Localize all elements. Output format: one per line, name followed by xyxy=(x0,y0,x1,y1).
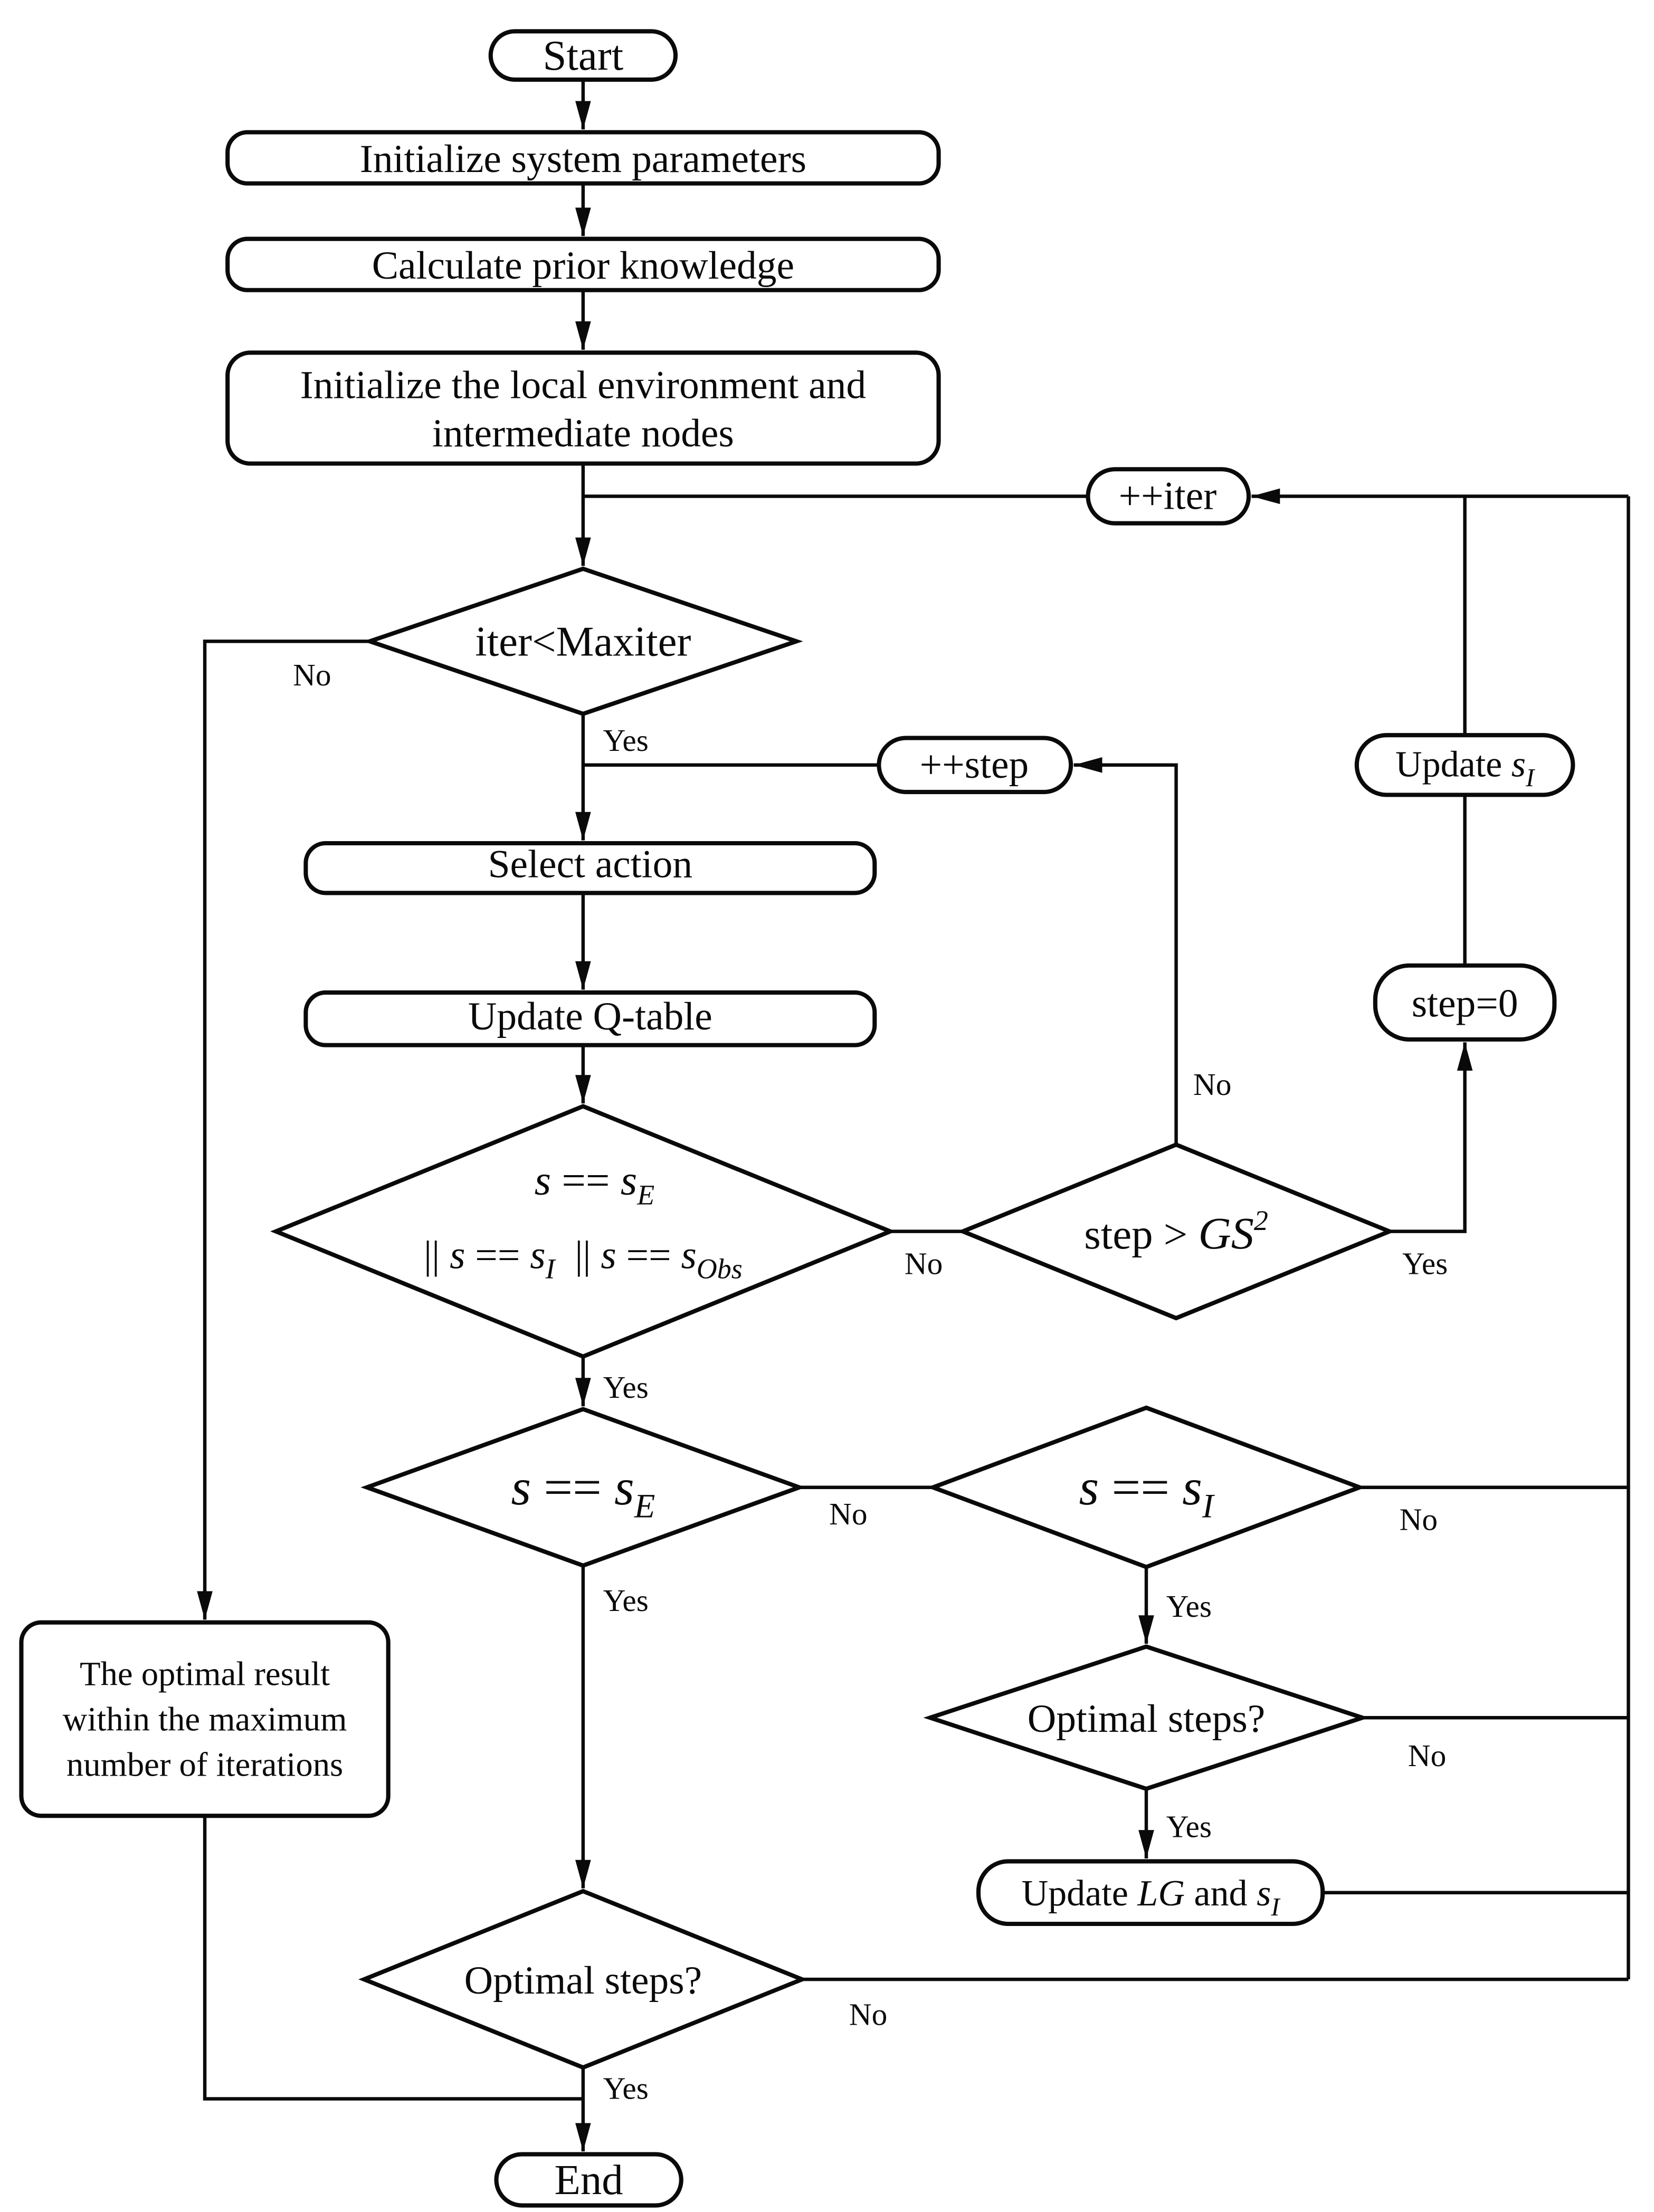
label-iter-yes: Yes xyxy=(603,723,649,758)
edge-itercheck-no xyxy=(197,640,370,1620)
optimal-steps-right-label: Optimal steps? xyxy=(1028,1697,1265,1741)
decision-iter-maxiter xyxy=(363,566,803,717)
decision-optimal-steps-right xyxy=(923,1644,1370,1791)
process-calculate-prior-knowledge xyxy=(225,236,941,292)
inc-iter-label: ++iter xyxy=(1119,474,1217,518)
init-env-label-line2: intermediate nodes xyxy=(432,412,734,455)
init-env-label-line1: Initialize the local environment and xyxy=(300,364,866,407)
label-se-no: No xyxy=(829,1496,867,1531)
se-check-label: s == sE xyxy=(511,1459,655,1524)
label-state-yes: Yes xyxy=(603,1370,649,1405)
process-initialize-system-parameters xyxy=(225,130,941,186)
process-increment-step xyxy=(877,736,1073,795)
connectors xyxy=(197,79,1630,2152)
label-optb-no: No xyxy=(849,1997,887,2032)
process-initialize-local-environment xyxy=(225,350,941,466)
nodes xyxy=(19,29,1575,2208)
label-optr-yes: Yes xyxy=(1166,1809,1212,1844)
node-labels: Start Initialize system parameters Calcu… xyxy=(63,32,1536,2204)
iter-check-label: iter<Maxiter xyxy=(475,618,691,665)
calc-prior-label: Calculate prior knowledge xyxy=(372,244,794,288)
label-se-yes: Yes xyxy=(603,1583,649,1618)
init-params-label: Initialize system parameters xyxy=(360,137,806,181)
decision-state-check xyxy=(270,1104,896,1359)
step-reset-label: step=0 xyxy=(1412,982,1518,1026)
end-label: End xyxy=(555,2157,623,2204)
process-optimal-result xyxy=(19,1620,391,1818)
process-increment-iter xyxy=(1086,467,1251,526)
edge-labels: No Yes No Yes No Yes No Yes No Yes No Ye… xyxy=(293,657,1448,2106)
select-action-label: Select action xyxy=(488,843,693,886)
optimal-result-line1: The optimal result xyxy=(80,1654,330,1692)
decision-s-equals-si xyxy=(927,1405,1366,1569)
label-optr-no: No xyxy=(1408,1738,1446,1773)
label-step-yes: Yes xyxy=(1402,1246,1448,1281)
edge-result-to-merge xyxy=(203,1816,583,2101)
label-state-no: No xyxy=(905,1246,943,1281)
inc-step-label: ++step xyxy=(920,743,1029,787)
si-check-label: s == sI xyxy=(1079,1459,1215,1524)
edge-stepcheck-yes xyxy=(1389,1042,1473,1233)
process-step-reset xyxy=(1373,963,1557,1042)
end-node xyxy=(494,2152,683,2208)
decision-s-equals-se xyxy=(360,1407,806,1568)
process-select-action xyxy=(303,841,877,895)
step-check-label: step > GS2 xyxy=(1084,1205,1268,1258)
optimal-result-line3: number of iterations xyxy=(66,1746,343,1784)
label-si-yes: Yes xyxy=(1166,1589,1212,1624)
decision-optimal-steps-bottom xyxy=(358,1889,808,2070)
optimal-steps-bottom-label: Optimal steps? xyxy=(464,1959,702,2003)
process-update-si xyxy=(1354,733,1575,797)
optimal-result-line2: within the maximum xyxy=(63,1700,347,1738)
update-lg-label: Update LG and sI xyxy=(1022,1873,1281,1921)
decision-step-greater-gs2 xyxy=(957,1142,1395,1321)
edge-stepcheck-no xyxy=(1073,757,1178,1145)
label-si-no: No xyxy=(1400,1502,1438,1537)
state-check-line1: s == sE xyxy=(535,1157,655,1211)
start-node xyxy=(488,29,678,82)
label-optb-yes: Yes xyxy=(603,2071,649,2105)
state-check-line2: || s == sI || s == sObs xyxy=(424,1234,743,1285)
update-qtable-label: Update Q-table xyxy=(468,995,712,1038)
process-update-qtable xyxy=(303,990,877,1047)
update-si-label: Update sI xyxy=(1395,744,1536,792)
label-step-no: No xyxy=(1193,1067,1231,1102)
label-iter-no: No xyxy=(293,657,331,692)
process-update-lg-si xyxy=(976,1859,1325,1927)
start-label: Start xyxy=(543,32,624,79)
